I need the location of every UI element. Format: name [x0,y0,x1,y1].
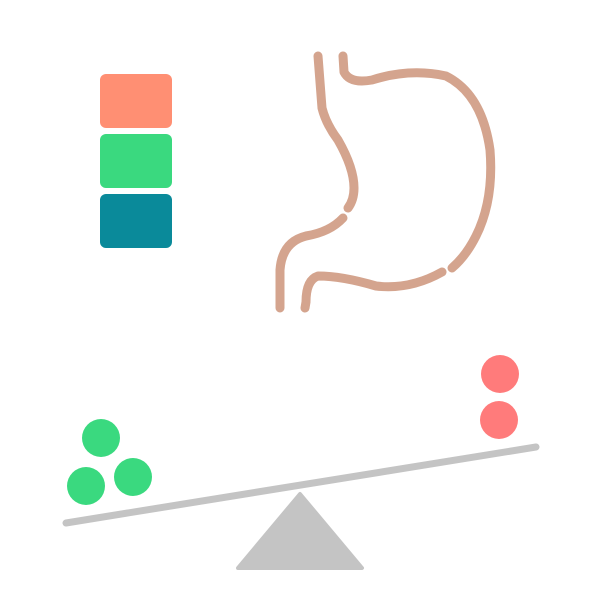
stomach-lower-curve [300,267,447,313]
seesaw-beam [62,443,540,527]
green-ball-left [67,467,105,505]
seesaw-fulcrum [236,492,364,570]
green-ball-group [67,419,152,505]
block-middle [100,134,172,188]
block-top [100,74,172,128]
stomach-esophagus-left [313,51,359,213]
green-ball-top [82,419,120,457]
block-bottom [100,194,172,248]
stomach-lesser-curve-lower [275,213,348,313]
stomach-greater-curve [338,51,496,273]
red-ball-bottom [480,401,518,439]
red-ball-top [481,355,519,393]
green-ball-right [114,458,152,496]
red-ball-group [480,355,519,439]
